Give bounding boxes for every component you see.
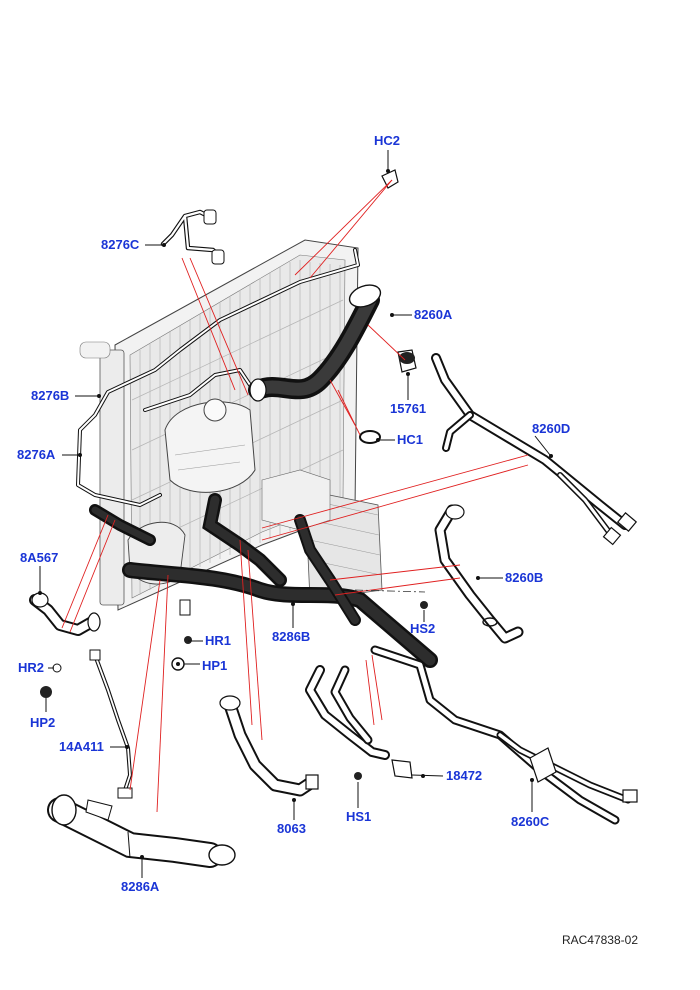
- callout-14a411: 14A411: [59, 739, 104, 754]
- callout-hs1: HS1: [346, 809, 372, 824]
- hose-18472-assembly: [305, 601, 428, 780]
- lower-hose-bundle-8286B: [89, 493, 638, 825]
- sensor-harness-14A411: [89, 649, 133, 799]
- callout-8260a: 8260A: [414, 307, 453, 322]
- callout-8063: 8063: [277, 821, 306, 836]
- callout-8286a: 8286A: [121, 879, 160, 894]
- callout-hp2: HP2: [30, 715, 56, 730]
- callout-8286b: 8286B: [272, 629, 311, 644]
- radiator-assembly: [79, 239, 383, 611]
- callout-hr1: HR1: [205, 633, 232, 648]
- callout-8a567: 8A567: [20, 550, 59, 565]
- callout-hc2: HC2: [374, 133, 401, 148]
- callout-8260b: 8260B: [505, 570, 544, 585]
- pipe-8260D: [431, 353, 638, 546]
- reference-code: RAC47838-02: [561, 933, 638, 947]
- callout-8276b: 8276B: [31, 388, 70, 403]
- callout-hp1: HP1: [202, 658, 228, 673]
- callout-18472: 18472: [446, 768, 483, 783]
- hose-8260B: [434, 504, 524, 644]
- callout-leaders: [38, 150, 553, 878]
- callout-15761: 15761: [390, 401, 427, 416]
- reference-lines: [61, 179, 529, 813]
- callout-hr2: HR2: [18, 660, 45, 675]
- callout-hc1: HC1: [397, 432, 424, 447]
- fasteners-hr1-hp1: [171, 599, 192, 671]
- callout-8260c: 8260C: [511, 814, 550, 829]
- callout-8260d: 8260D: [532, 421, 571, 436]
- upper-hose-8260A: [248, 169, 417, 444]
- callout-8276a: 8276A: [17, 447, 56, 462]
- hose-8063: [219, 695, 319, 797]
- callout-8276c: 8276C: [101, 237, 140, 252]
- callout-hs2: HS2: [410, 621, 436, 636]
- bleed-tubes: [76, 209, 360, 507]
- elbow-8A567: [29, 592, 101, 698]
- hose-8286A: [47, 794, 236, 868]
